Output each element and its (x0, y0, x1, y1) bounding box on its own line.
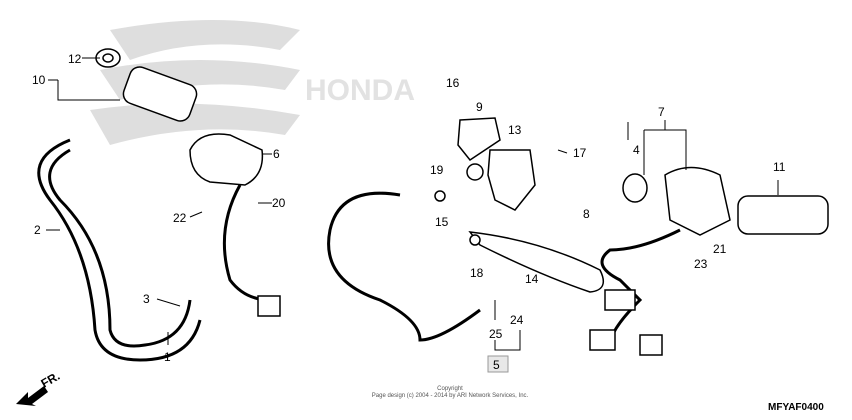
callout-2: 2 (34, 223, 41, 237)
callout-18: 18 (470, 266, 484, 280)
clutch-cable (327, 191, 481, 342)
callout-6: 6 (273, 147, 280, 161)
callout-24: 24 (510, 313, 524, 327)
callout-8: 8 (583, 207, 590, 221)
callout-13: 13 (508, 123, 522, 137)
front-arrow-icon: FR. (16, 372, 62, 406)
copyright-line2: Page design (c) 2004 - 2014 by ARI Netwo… (371, 393, 529, 399)
callout-15: 15 (435, 215, 449, 229)
leader-lines (46, 57, 779, 373)
callout-4: 4 (633, 143, 640, 157)
callout-10: 10 (32, 73, 46, 87)
callout-7: 7 (658, 105, 665, 119)
copyright-line1: Copyright (437, 386, 463, 392)
callout-labels: 12 10 6 2 22 20 3 1 16 9 13 17 19 15 8 1… (32, 52, 786, 372)
callout-11: 11 (773, 160, 786, 174)
callout-3: 3 (143, 292, 150, 306)
callout-1: 1 (164, 350, 171, 364)
callout-19: 19 (430, 163, 444, 177)
throttle-grip (95, 48, 198, 122)
callout-21: 21 (713, 242, 727, 256)
left-switch-housing (189, 133, 264, 186)
honda-wing-watermark (90, 20, 300, 145)
callout-22: 22 (173, 211, 187, 225)
callout-17: 17 (573, 146, 587, 160)
copyright-notice: Copyright Page design (c) 2004 - 2014 by… (330, 386, 570, 400)
throttle-cables (37, 138, 281, 362)
callout-20: 20 (272, 196, 286, 210)
right-switch-housing (589, 166, 829, 356)
callout-5: 5 (493, 358, 500, 372)
lever-bracket (434, 117, 605, 293)
honda-wing-watermark-text: HONDA (305, 74, 415, 107)
callout-25: 25 (489, 327, 503, 341)
callout-14: 14 (525, 272, 539, 286)
callout-12: 12 (68, 52, 82, 66)
callout-16: 16 (446, 76, 460, 90)
diagram-code: MFYAF0400 (768, 402, 824, 413)
callout-23: 23 (694, 257, 708, 271)
callout-9: 9 (476, 100, 483, 114)
